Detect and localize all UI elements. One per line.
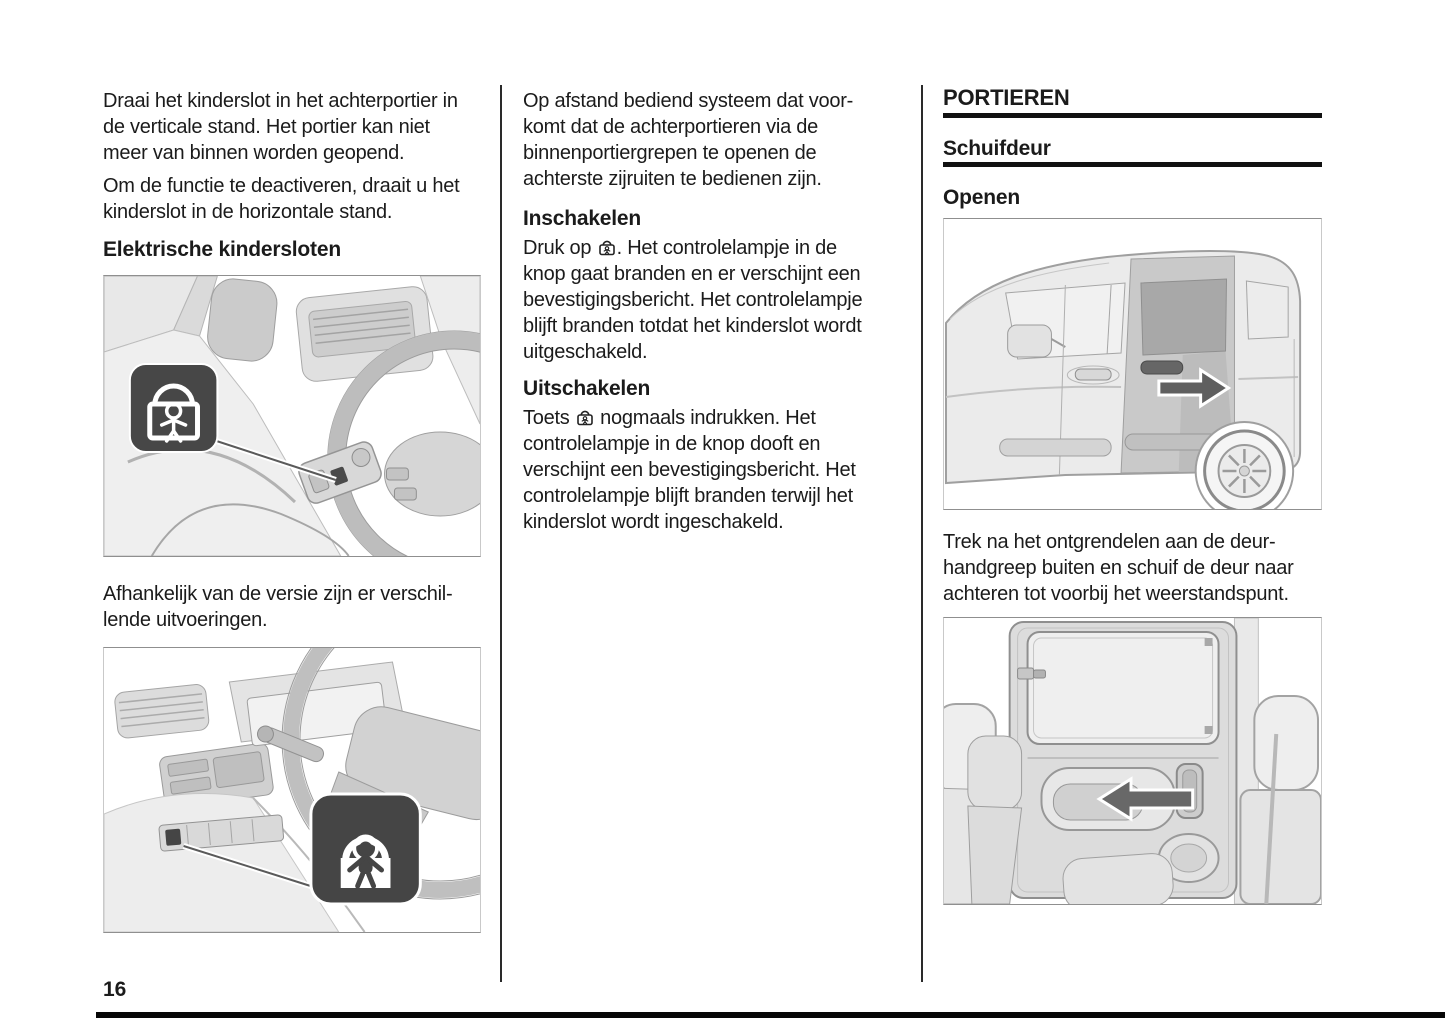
left-column: Draai het kinderslot in het achterportie… (103, 88, 481, 933)
text-segment: . Het controlelampje in de (616, 237, 838, 259)
paragraph-rear-door-child-lock: Draai het kinderslot in het achterportie… (103, 90, 458, 164)
page-number: 16 (103, 978, 127, 1001)
paragraph-enable: Druk op . Het controlelampje in de knop g… (523, 235, 901, 365)
figure-sliding-door-interior (943, 617, 1322, 905)
subsection-rule (943, 162, 1322, 167)
heading-enable: Inschakelen (523, 207, 642, 230)
child-lock-outline-icon (128, 363, 219, 453)
window-switch-cluster (298, 441, 382, 504)
child-lock-filled-icon (309, 792, 422, 906)
window-latch (1017, 667, 1035, 680)
child-lock-button-icon (575, 407, 595, 427)
heading-openen: Openen (943, 186, 1020, 209)
sliding-door-handle (1140, 360, 1184, 375)
subsection-title-schuifdeur: Schuifdeur (943, 137, 1051, 160)
figure-door-interior (103, 275, 481, 557)
right-column: PORTIEREN Schuifdeur Openen (943, 85, 1322, 905)
column-divider-left (500, 85, 502, 982)
paragraph-deactivate-child-lock: Om de functie te deactiveren, draait u h… (103, 175, 460, 223)
slide-door-open-arrow-icon (1157, 367, 1232, 409)
text-segment: Druk op (523, 237, 597, 259)
text-segment: Toets (523, 407, 575, 429)
page-bottom-rule (96, 1012, 1445, 1018)
section-title-portieren: PORTIEREN (943, 85, 1070, 110)
figure-dashboard (103, 647, 481, 933)
figure-van-exterior (943, 218, 1322, 510)
heading-disable: Uitschakelen (523, 377, 651, 400)
dashboard-illustration (104, 648, 480, 932)
seatbelt (1264, 733, 1279, 904)
paragraph-versions-note: Afhankelijk van de versie zijn er versch… (103, 583, 453, 631)
interior-handle-arrow-icon (1096, 776, 1195, 822)
column-divider-right (921, 85, 923, 982)
paragraph-remote-system: Op afstand bediend systeem dat voor-komt… (523, 90, 854, 190)
child-lock-button-icon (597, 237, 617, 257)
text-segment: nogmaals indrukken. Het (594, 407, 816, 429)
heading-electric-child-locks: Elektrische kindersloten (103, 238, 341, 261)
van-exterior-illustration (944, 250, 1302, 509)
section-rule (943, 113, 1322, 118)
paragraph-open-instruction: Trek na het ontgrendelen aan de deur-han… (943, 531, 1294, 605)
door-interior-illustration (104, 276, 480, 556)
sliding-door-interior-illustration (944, 618, 1321, 904)
dash-button-row (158, 814, 285, 852)
middle-column: Op afstand bediend systeem dat voor-komt… (523, 88, 901, 535)
paragraph-disable: Toets nogmaals indrukken. Het controlelam… (523, 405, 901, 535)
